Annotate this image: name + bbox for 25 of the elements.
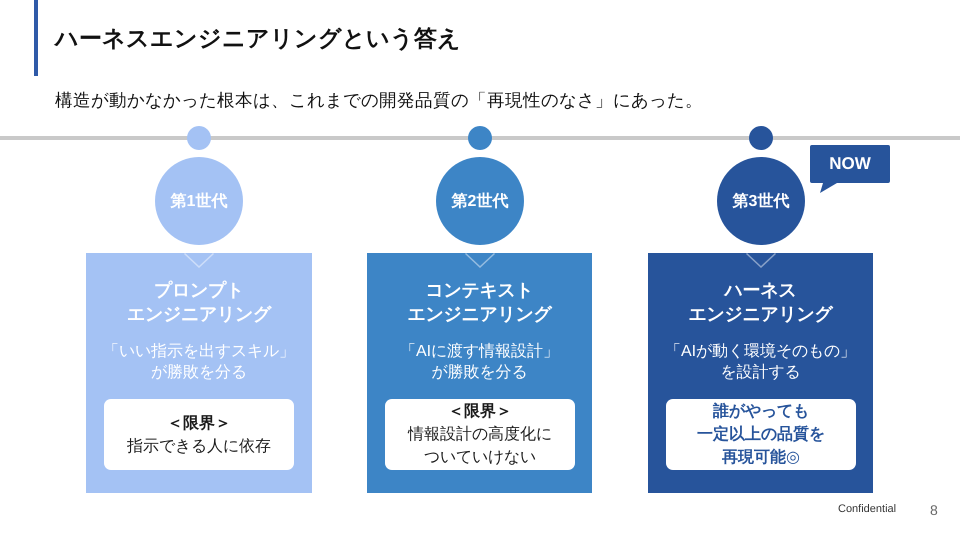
result-text: 誰がやっても一定以上の品質を再現可能◎ bbox=[697, 401, 825, 468]
limitation-box bbox=[385, 399, 575, 470]
panel-heading: プロンプトエンジニアリング bbox=[126, 279, 273, 326]
result-box bbox=[666, 399, 856, 470]
generation-circle: 第1世代 bbox=[155, 157, 243, 245]
lead-sentence: 構造が動かなかった根本は、これまでの開発品質の「再現性のなさ」にあった。 bbox=[55, 89, 703, 112]
generation-panel bbox=[86, 253, 312, 493]
panel-description: 「AIが動く環境そのもの」を設計する bbox=[664, 342, 858, 383]
generation-circle: 第3世代 bbox=[717, 157, 805, 245]
confidential-note: Confidential bbox=[838, 502, 896, 517]
limitation-heading: ＜限界＞ bbox=[448, 402, 512, 422]
panel-description: 「いい指示を出すスキル」が勝敗を分る bbox=[102, 342, 296, 383]
limitation-box bbox=[104, 399, 294, 470]
now-speech-bubble: NOW bbox=[810, 145, 890, 193]
slide-title: ハーネスエンジニアリングという答え bbox=[55, 24, 461, 53]
limitation-text: 情報設計の高度化についていけない bbox=[408, 424, 552, 468]
page-number: 8 bbox=[930, 501, 938, 519]
panel-description: 「AIに渡す情報設計」が勝敗を分る bbox=[398, 342, 560, 383]
generation-circle: 第2世代 bbox=[436, 157, 524, 245]
generation-panel bbox=[367, 253, 592, 493]
limitation-heading: ＜限界＞ bbox=[167, 414, 231, 434]
panel-heading: ハーネスエンジニアリング bbox=[688, 279, 834, 326]
panel-heading: コンテキストエンジニアリング bbox=[406, 279, 554, 326]
generation-panel bbox=[648, 253, 873, 493]
limitation-text: 指示できる人に依存 bbox=[127, 436, 271, 456]
